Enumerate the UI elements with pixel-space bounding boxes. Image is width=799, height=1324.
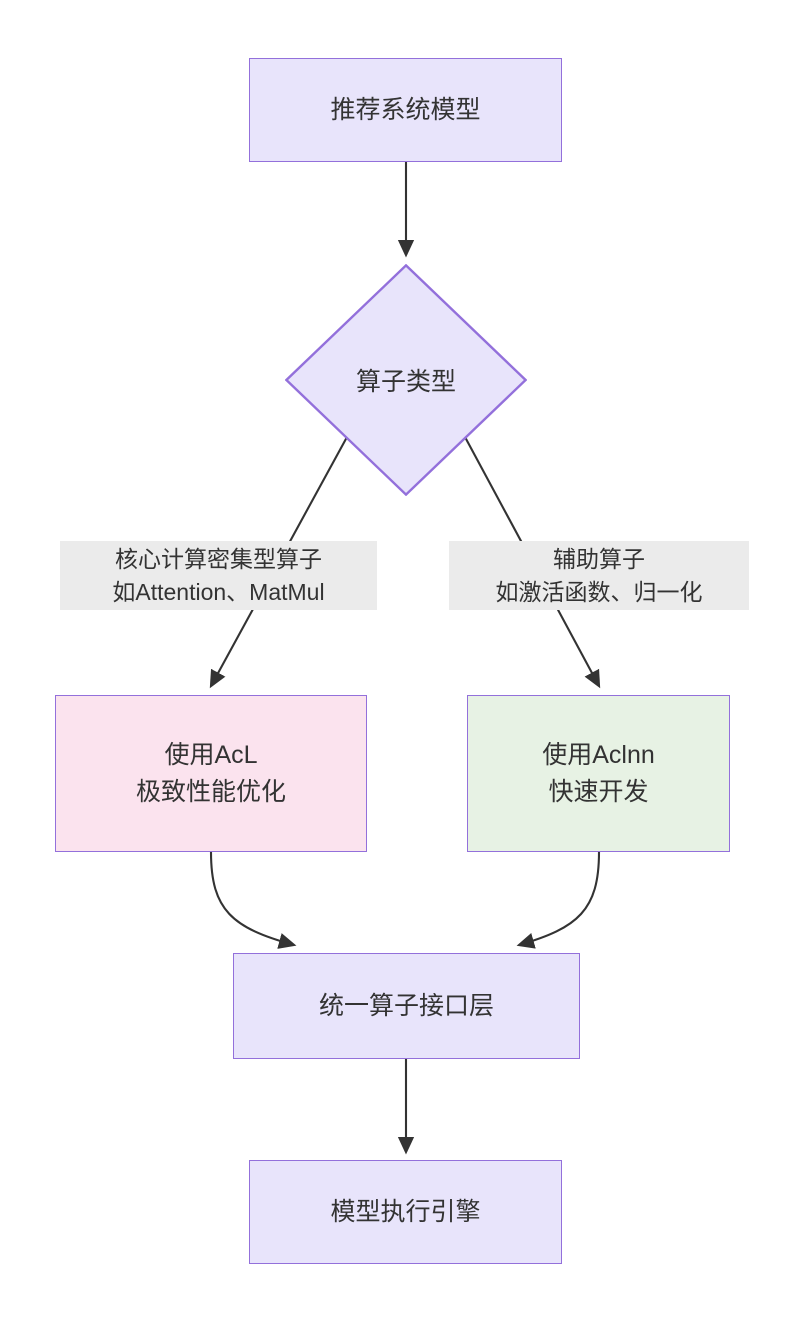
edge-acl-to-unified: [209, 851, 297, 949]
edge-aclnn-to-unified: [516, 851, 601, 949]
node-recommendation-model[interactable]: 推荐系统模型: [249, 58, 562, 162]
node-label-wrap: 算子类型: [285, 264, 527, 496]
edge-label-core-compute-operators: 核心计算密集型算子 如Attention、MatMul: [60, 541, 377, 611]
node-label-line: 使用AcL: [164, 741, 258, 770]
node-label-line: 统一算子接口层: [318, 991, 494, 1020]
edge-label-line-2: 如Attention、MatMul: [112, 578, 325, 605]
diamond-shape: [285, 264, 527, 496]
node-label-line: 使用Aclnn: [542, 741, 655, 770]
node-label-line: 算子类型: [355, 368, 456, 396]
node-model-execution-engine[interactable]: 模型执行引擎: [249, 1160, 562, 1264]
edge-label-line-1: 辅助算子: [553, 546, 645, 572]
node-label-line: 快速开发: [548, 777, 649, 806]
node-unified-operator-interface-layer[interactable]: 统一算子接口层: [233, 953, 580, 1059]
edge-label-line-2: 如激活函数、归一化: [495, 578, 703, 605]
node-operator-type[interactable]: 算子类型: [285, 264, 527, 496]
node-use-aclnn[interactable]: 使用Aclnn 快速开发: [467, 695, 730, 852]
node-label-line: 极致性能优化: [135, 777, 286, 806]
node-label-line: 推荐系统模型: [330, 95, 481, 124]
node-label-line: 模型执行引擎: [330, 1197, 481, 1226]
edge-label-auxiliary-operators: 辅助算子 如激活函数、归一化: [449, 541, 749, 611]
edge-label-line-1: 核心计算密集型算子: [115, 546, 322, 572]
node-use-acl[interactable]: 使用AcL 极致性能优化: [55, 695, 367, 852]
